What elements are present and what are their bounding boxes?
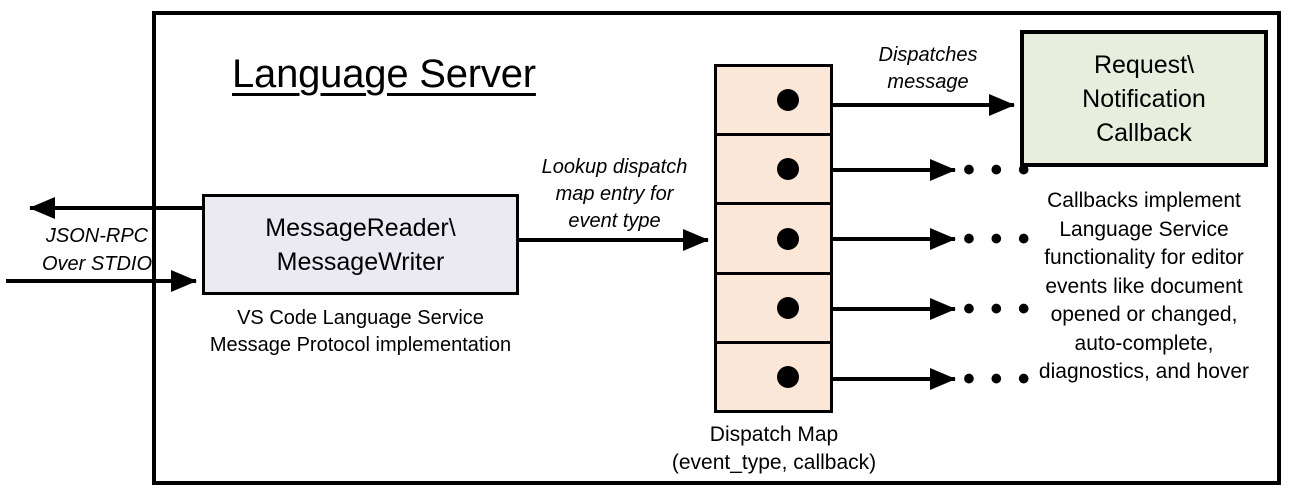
jsonrpc-label-line-2: Over STDIO	[41, 253, 152, 275]
callback-title-line-1: Request\	[1093, 50, 1195, 79]
dispatch-msg-line-1: Dispatches	[878, 44, 978, 66]
table-row[interactable]	[717, 275, 830, 344]
message-writer-label: MessageWriter	[276, 247, 445, 276]
callback-caption-line-4: events like document	[1045, 274, 1243, 298]
dispatch-msg-line-2: message	[887, 71, 969, 93]
callback-dot-icon	[777, 296, 799, 319]
callback-caption-line-3: functionality for editor	[1044, 246, 1244, 269]
lookup-dispatch-label: Lookup dispatch map entry for event type	[522, 154, 707, 235]
message-caption-line-1: VS Code Language Service	[237, 307, 484, 329]
lookup-label-line-1: Lookup dispatch	[541, 156, 688, 178]
request-notification-callback-box[interactable]: Request\ Notification Callback	[1020, 30, 1268, 167]
ellipsis-row-2: • • •	[963, 151, 1033, 189]
dispatches-message-label: Dispatches message	[838, 42, 1018, 96]
table-row[interactable]	[717, 136, 830, 206]
callback-title-line-2: Notification	[1082, 84, 1206, 113]
callback-title-line-3: Callback	[1096, 118, 1192, 147]
page-title: Language Server	[232, 52, 536, 96]
callback-dot-icon	[777, 158, 799, 181]
message-component-caption: VS Code Language Service Message Protoco…	[202, 305, 519, 359]
callback-caption-line-1: Callbacks implement	[1047, 189, 1241, 212]
callback-caption-line-7: diagnostics, and hover	[1038, 360, 1250, 383]
callback-caption-line-2: Language Service	[1059, 217, 1229, 241]
table-row[interactable]	[717, 205, 830, 275]
callback-caption-line-6: auto-complete,	[1074, 331, 1214, 355]
jsonrpc-transport-label: JSON-RPC Over STDIO	[32, 222, 162, 278]
language-server-frame	[152, 11, 1281, 485]
dispatch-map-caption-line-2: (event_type, callback)	[671, 451, 877, 474]
lookup-label-line-3: event type	[568, 210, 661, 232]
message-reader-writer-box[interactable]: MessageReader\ MessageWriter	[202, 194, 519, 295]
message-caption-line-2: Message Protocol implementation	[209, 334, 512, 356]
message-reader-label: MessageReader\	[265, 213, 456, 242]
callback-caption-line-5: opened or changed,	[1050, 303, 1238, 326]
table-row[interactable]	[717, 344, 830, 410]
dispatch-map-caption: Dispatch Map (event_type, callback)	[650, 421, 898, 477]
table-row[interactable]	[717, 67, 830, 137]
jsonrpc-label-line-1: JSON-RPC	[45, 225, 149, 247]
lookup-label-line-2: map entry for	[555, 183, 674, 205]
callback-dot-icon	[777, 365, 799, 388]
callback-dot-icon	[777, 227, 799, 250]
dispatch-map-caption-line-1: Dispatch Map	[709, 423, 839, 446]
callback-caption: Callbacks implement Language Service fun…	[1008, 187, 1280, 387]
dispatch-map-table[interactable]	[714, 64, 833, 413]
callback-dot-icon	[777, 89, 799, 112]
